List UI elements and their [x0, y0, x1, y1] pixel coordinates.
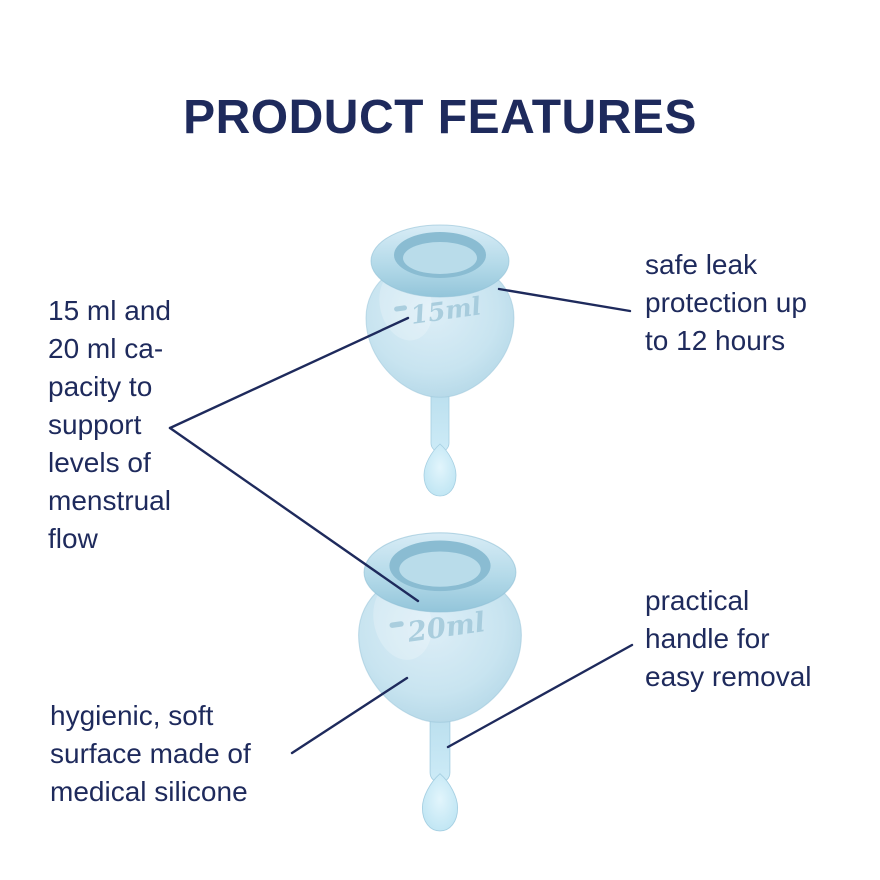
annotation-line: support	[48, 409, 142, 440]
page-title: PRODUCT FEATURES	[183, 91, 697, 145]
annotation-capacity: 15 ml and 20 ml ca- pacity to support le…	[48, 292, 171, 558]
annotation-line: flow	[48, 523, 98, 554]
connector-leak-protection-to-rim	[497, 287, 632, 313]
connector-surface-to-large-cup	[290, 676, 409, 755]
annotation-line: easy removal	[645, 661, 812, 692]
menstrual-cup-large: 20ml	[358, 532, 522, 832]
annotation-handle: practical handle for easy removal	[645, 582, 812, 696]
annotation-surface: hygienic, soft surface made of medical s…	[50, 697, 251, 811]
annotation-line: practical	[645, 585, 750, 616]
connector-handle-to-stem	[446, 643, 634, 749]
annotation-line: handle for	[645, 623, 770, 654]
annotation-line: medical silicone	[50, 776, 248, 807]
annotation-line: safe leak	[645, 249, 758, 280]
annotation-line: menstrual	[48, 485, 171, 516]
annotation-line: 20 ml ca-	[48, 333, 164, 364]
annotation-line: hygienic, soft	[50, 700, 214, 731]
annotation-line: to 12 hours	[645, 325, 786, 356]
annotation-line: protection up	[645, 287, 807, 318]
connector-capacity-to-small-cup	[168, 316, 410, 430]
annotation-line: 15 ml and	[48, 295, 171, 326]
annotation-line: surface made of	[50, 738, 251, 769]
annotation-leak-protection: safe leak protection up to 12 hours	[645, 246, 807, 360]
annotation-line: levels of	[48, 447, 151, 478]
annotation-line: pacity to	[48, 371, 153, 402]
connector-capacity-to-large-cup	[168, 426, 420, 603]
menstrual-cup-small: 15ml	[365, 224, 515, 497]
